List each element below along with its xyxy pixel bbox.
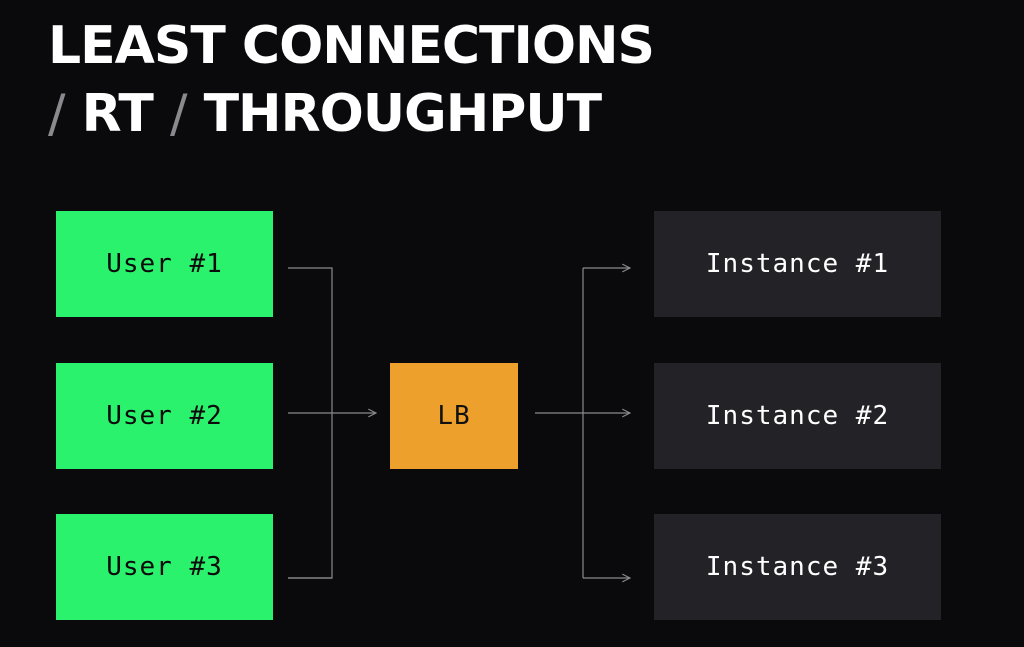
- title-part-rt: RT: [81, 84, 154, 144]
- user-3-box: User #3: [56, 514, 273, 620]
- instance-3-box: Instance #3: [654, 514, 941, 620]
- instance-1-label: Instance #1: [705, 249, 890, 279]
- user-1-box: User #1: [56, 211, 273, 317]
- instance-1-box: Instance #1: [654, 211, 941, 317]
- user-3-label: User #3: [106, 552, 223, 582]
- title-part-throughput: THROUGHPUT: [203, 84, 602, 144]
- title-slash-2: /: [169, 84, 188, 144]
- instance-2-label: Instance #2: [705, 401, 890, 431]
- title-slash-1: /: [48, 84, 66, 144]
- user-2-box: User #2: [56, 363, 273, 469]
- page-title: LEAST CONNECTIONS / RT / THROUGHPUT: [48, 12, 655, 148]
- title-line-2: / RT / THROUGHPUT: [48, 80, 654, 148]
- connector-user-1: [288, 267, 333, 579]
- user-2-label: User #2: [106, 401, 223, 431]
- title-line-1: LEAST CONNECTIONS: [48, 16, 655, 76]
- instance-2-box: Instance #2: [654, 363, 941, 469]
- load-balancer-label: LB: [437, 401, 471, 431]
- instance-3-label: Instance #3: [705, 552, 890, 582]
- load-balancer-box: LB: [390, 363, 518, 469]
- user-1-label: User #1: [106, 249, 223, 279]
